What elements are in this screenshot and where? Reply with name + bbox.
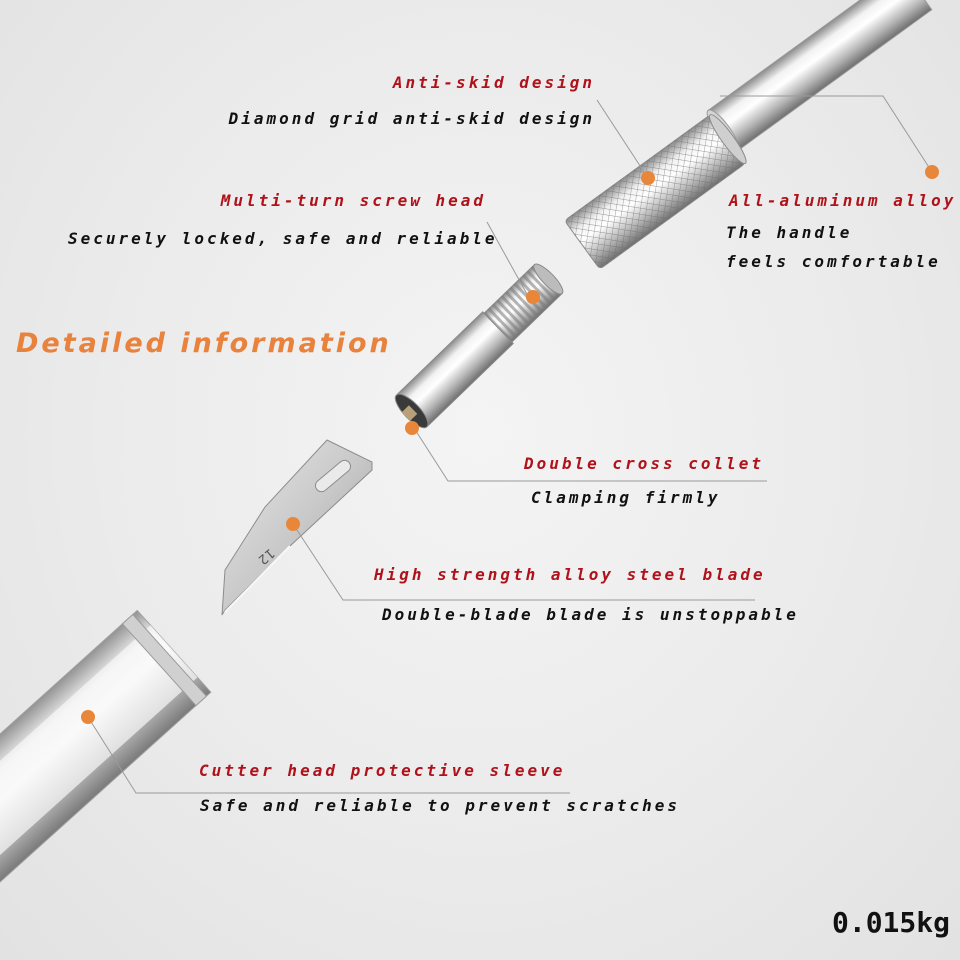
marker-anti-skid (641, 171, 655, 185)
leader-anti-skid (596, 99, 649, 179)
anti-skid-title: Anti-skid design (392, 73, 595, 92)
weight-label: 0.015kg (831, 906, 950, 939)
protective-sleeve (0, 609, 212, 887)
page-heading: Detailed information (16, 328, 392, 359)
sleeve-description: Safe and reliable to prevent scratches (200, 796, 681, 815)
leader-lines (87, 95, 933, 794)
screw-head-description: Securely locked, safe and reliable (68, 229, 498, 248)
blade-title: High strength alloy steel blade (374, 565, 766, 584)
leader-aluminum (720, 95, 933, 173)
leader-sleeve (87, 716, 570, 794)
leader-blade (292, 523, 755, 601)
marker-collet (405, 421, 419, 435)
aluminum-description-line-2: feels comfortable (726, 252, 941, 271)
aluminum-description-line-1: The handle (726, 223, 853, 242)
marker-aluminum (925, 165, 939, 179)
leader-collet (413, 427, 767, 482)
blade-description: Double-blade blade is unstoppable (382, 605, 799, 624)
marker-sleeve (81, 710, 95, 724)
aluminum-handle (706, 0, 933, 152)
aluminum-title: All-aluminum alloy (729, 191, 957, 210)
leader-screw-head (486, 221, 529, 297)
markers (81, 165, 939, 724)
collet-description: Clamping firmly (531, 488, 721, 507)
sleeve-title: Cutter head protective sleeve (199, 761, 566, 780)
knurled-grip (565, 114, 747, 269)
screw-head-title: Multi-turn screw head (220, 191, 486, 210)
anti-skid-description: Diamond grid anti-skid design (228, 109, 595, 128)
marker-screw-head (526, 290, 540, 304)
screw-collet-body (394, 263, 564, 429)
marker-blade (286, 517, 300, 531)
collet-title: Double cross collet (524, 454, 765, 473)
